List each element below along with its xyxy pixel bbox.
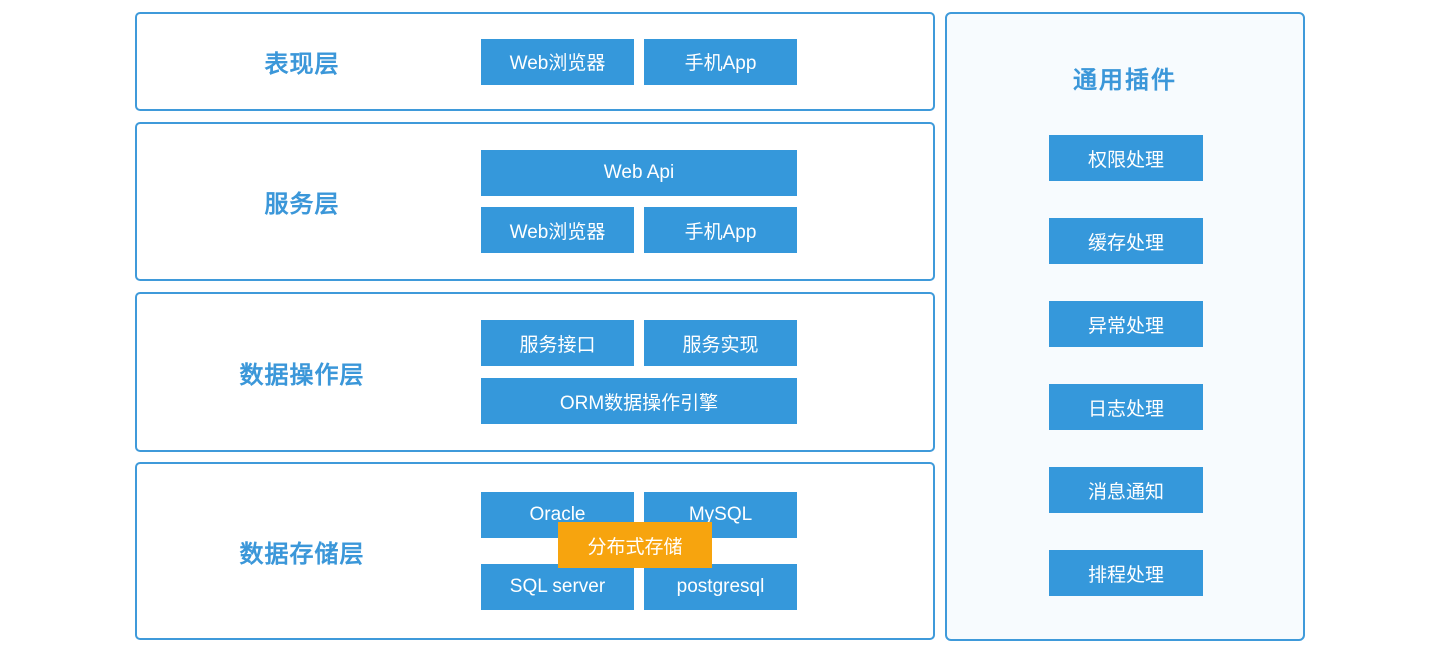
button-column: Web浏览器 手机App <box>481 14 797 109</box>
layer-box-data-operation: 数据操作层 服务接口 服务实现 ORM数据操作引擎 <box>135 292 935 452</box>
plugin-notification: 消息通知 <box>1049 467 1203 513</box>
plugin-schedule: 排程处理 <box>1049 550 1203 596</box>
node-service-implementation: 服务实现 <box>644 320 797 366</box>
button-row: SQL server postgresql <box>481 564 797 610</box>
layer-box-presentation: 表现层 Web浏览器 手机App <box>135 12 935 111</box>
layer-box-data-storage: 数据存储层 Oracle MySQL SQL server postgresql… <box>135 462 935 640</box>
node-oracle: Oracle <box>481 492 634 538</box>
plugin-permission: 权限处理 <box>1049 135 1203 181</box>
node-postgresql: postgresql <box>644 564 797 610</box>
node-web-api: Web Api <box>481 150 797 196</box>
node-mobile-app: 手机App <box>644 207 797 253</box>
layer-box-service: 服务层 Web Api Web浏览器 手机App <box>135 122 935 281</box>
node-distributed-storage: 分布式存储 <box>558 522 712 568</box>
node-mobile-app: 手机App <box>644 38 797 85</box>
button-column: 服务接口 服务实现 ORM数据操作引擎 <box>481 294 797 450</box>
node-web-browser: Web浏览器 <box>481 207 634 253</box>
layer-title-service: 服务层 <box>264 191 340 218</box>
node-service-interface: 服务接口 <box>481 320 634 366</box>
button-row: Web浏览器 手机App <box>481 38 797 85</box>
node-sql-server: SQL server <box>481 564 634 610</box>
plugin-exception: 异常处理 <box>1049 301 1203 347</box>
layer-title-presentation: 表现层 <box>264 51 340 78</box>
plugins-panel: 通用插件 权限处理 缓存处理 异常处理 日志处理 消息通知 排程处理 <box>945 12 1305 641</box>
layer-title-data-operation: 数据操作层 <box>239 361 365 389</box>
node-orm-engine: ORM数据操作引擎 <box>481 378 797 424</box>
button-column: Web Api Web浏览器 手机App <box>481 124 797 279</box>
plugin-log: 日志处理 <box>1049 384 1203 430</box>
node-web-browser: Web浏览器 <box>481 38 634 85</box>
plugin-cache: 缓存处理 <box>1049 218 1203 264</box>
button-row: ORM数据操作引擎 <box>481 378 797 424</box>
button-row: 服务接口 服务实现 <box>481 320 797 366</box>
button-row: Web浏览器 手机App <box>481 207 797 253</box>
layer-title-data-storage: 数据存储层 <box>239 540 365 568</box>
button-row: Web Api <box>481 150 797 196</box>
plugins-panel-title: 通用插件 <box>1073 67 1177 94</box>
